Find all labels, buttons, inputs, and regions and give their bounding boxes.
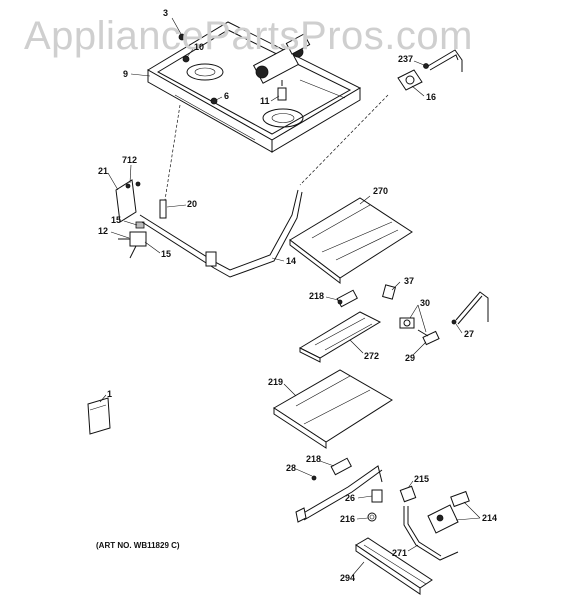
literature-1 — [87, 397, 111, 435]
callout-237: 237 — [398, 54, 414, 64]
gas-tube-271 — [403, 506, 459, 561]
screw-28 — [311, 475, 317, 481]
callout-215: 215 — [414, 474, 430, 484]
watermark: AppliancePartsPros.com — [24, 14, 473, 58]
callout-10: 10 — [194, 42, 205, 52]
valve-12 — [118, 231, 147, 259]
art-number: (ART NO. WB11829 C) — [96, 541, 180, 550]
broil-burner-tube — [295, 465, 383, 523]
callout-271: 271 — [392, 548, 408, 558]
gas-line-top-right — [427, 49, 463, 72]
callout-272: 272 — [364, 351, 380, 361]
valve-manifold-top — [252, 33, 311, 84]
callout-216: 216 — [340, 514, 356, 524]
callout-20: 20 — [187, 199, 198, 209]
spark-electrode-218-top — [336, 289, 358, 308]
orifice-29 — [417, 329, 440, 346]
screw-6 — [210, 97, 218, 105]
screw-10 — [182, 55, 190, 63]
orifice-11 — [277, 80, 287, 101]
callout-9: 9 — [123, 69, 129, 79]
callout-12: 12 — [98, 226, 109, 236]
callout-214: 214 — [482, 513, 498, 523]
callout-15-upper: 15 — [111, 215, 122, 225]
callout-218-lower: 218 — [306, 454, 322, 464]
callout-27: 27 — [464, 329, 475, 339]
burner-box-frame — [147, 21, 362, 153]
callout-218-upper: 218 — [309, 291, 325, 301]
callout-29: 29 — [405, 353, 416, 363]
orifice-holder-30 — [399, 317, 415, 329]
callout-11: 11 — [260, 96, 270, 106]
callout-14: 14 — [286, 256, 297, 266]
gas-pipe-27 — [451, 291, 489, 325]
callout-712: 712 — [122, 155, 138, 165]
callout-270: 270 — [373, 186, 389, 196]
callout-294: 294 — [340, 573, 356, 583]
safety-valve-214 — [427, 490, 470, 534]
callout-16: 16 — [426, 92, 437, 102]
manifold-pipe-14 — [139, 189, 303, 278]
manifold-bracket-21 — [115, 179, 141, 223]
spark-electrode-218-bottom — [330, 457, 352, 476]
callout-37: 37 — [404, 276, 415, 286]
pipe-stub-20 — [159, 199, 167, 219]
callout-26: 26 — [345, 493, 356, 503]
callout-21: 21 — [98, 166, 109, 176]
nut-216 — [367, 512, 377, 522]
callout-1: 1 — [107, 389, 113, 399]
callout-28: 28 — [286, 463, 297, 473]
callout-3: 3 — [163, 8, 169, 18]
callout-6: 6 — [224, 91, 230, 101]
shield-270 — [289, 197, 413, 285]
fitting-16 — [397, 69, 423, 91]
screw-237 — [423, 63, 429, 69]
fitting-215 — [399, 485, 417, 503]
clip-26 — [371, 489, 383, 503]
callout-15-lower: 15 — [161, 249, 172, 259]
screw-3 — [178, 33, 186, 41]
burner-272 — [298, 311, 382, 363]
callout-219: 219 — [268, 377, 284, 387]
rail-294 — [355, 537, 433, 595]
leader-lines — [99, 17, 481, 577]
callout-30: 30 — [420, 298, 431, 308]
shield-219 — [273, 369, 393, 449]
bracket-37 — [382, 284, 396, 300]
